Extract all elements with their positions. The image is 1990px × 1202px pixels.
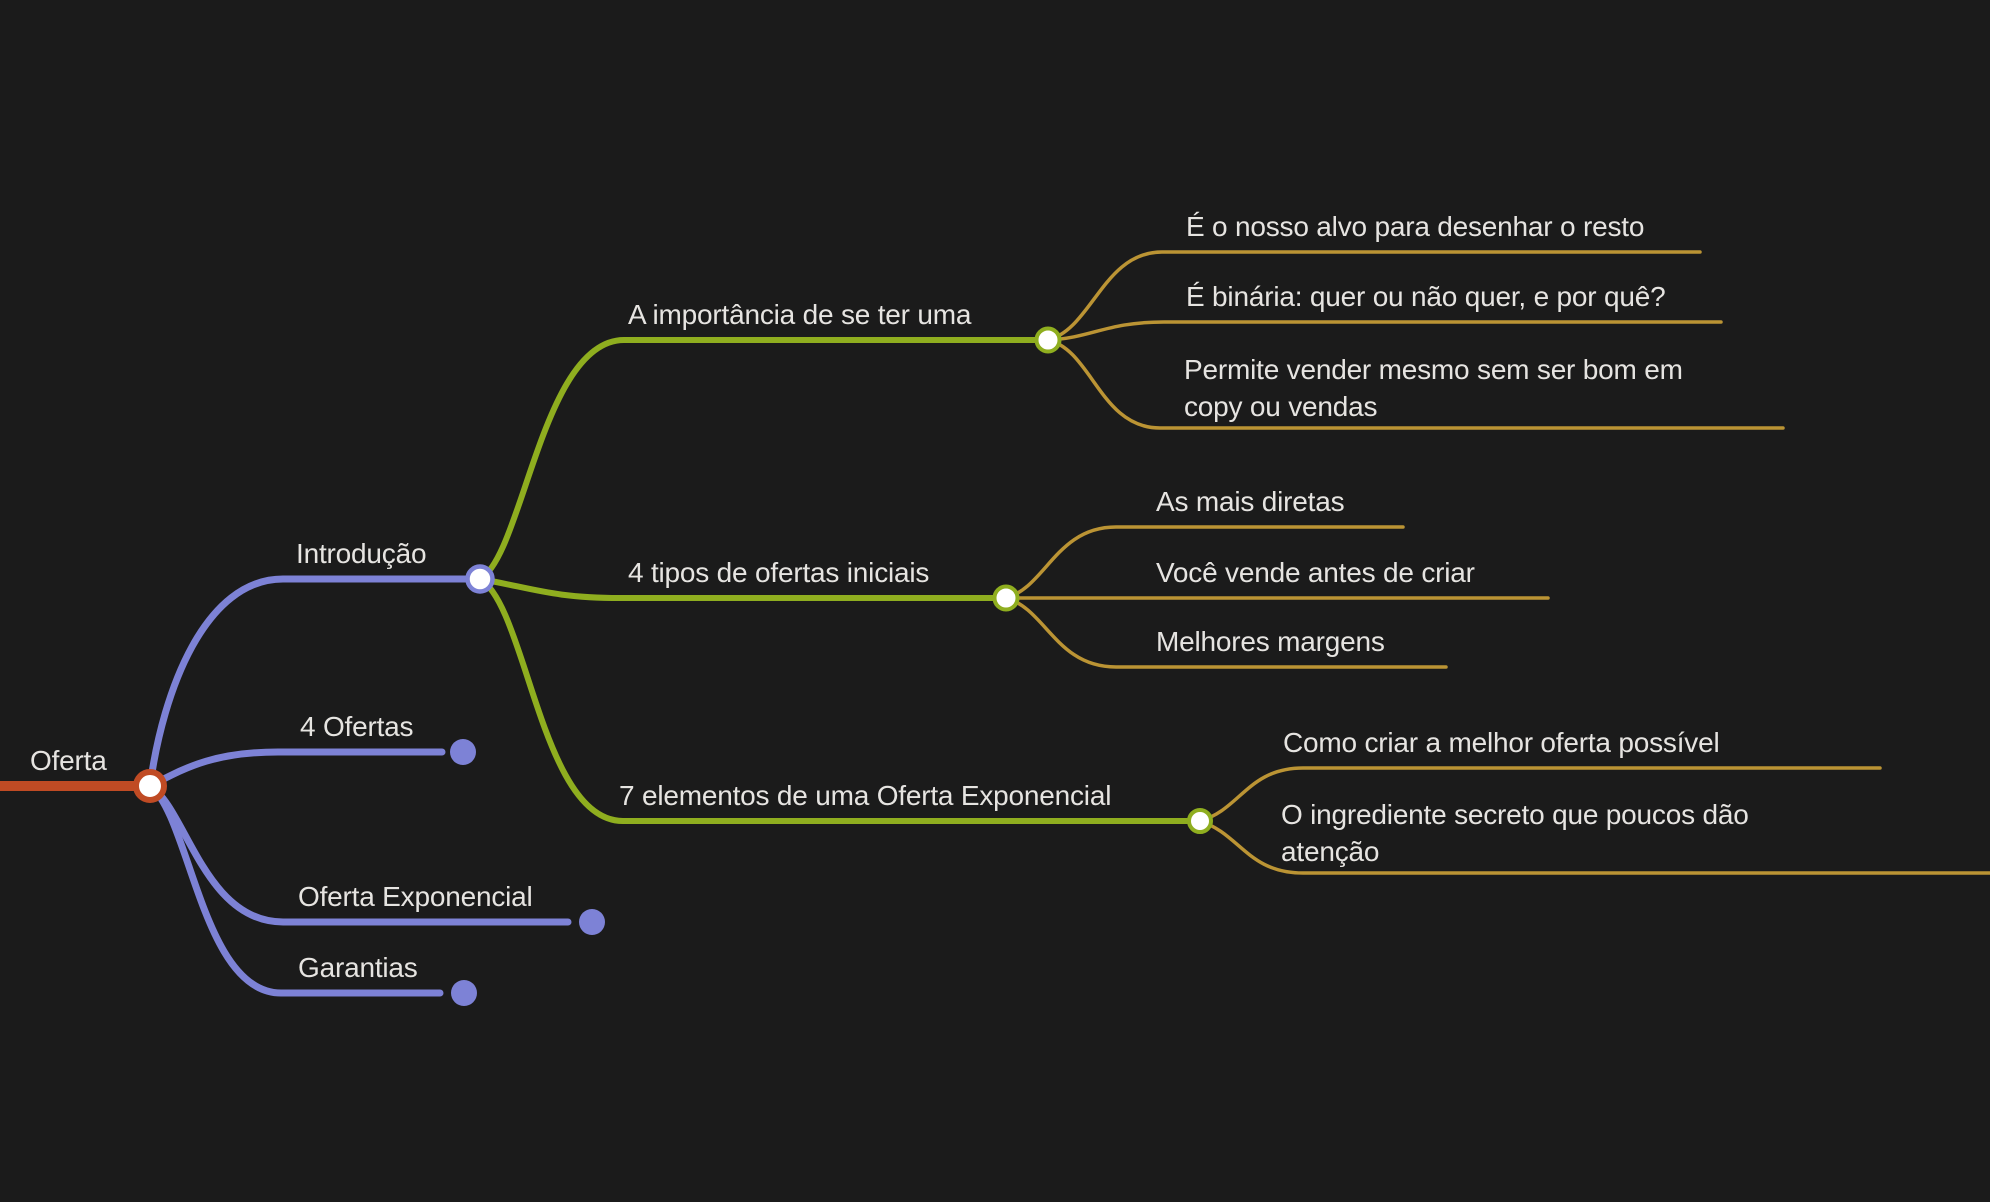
- node-label-voce-vende-antes[interactable]: Você vende antes de criar: [1156, 557, 1475, 588]
- node-label-introducao[interactable]: Introdução: [296, 538, 427, 569]
- branch-garantias: [146, 782, 444, 997]
- node-label-as-mais-diretas[interactable]: As mais diretas: [1156, 486, 1345, 517]
- branch-melhores-margens: [1004, 596, 1448, 669]
- node-label-permite-vender[interactable]: Permite vender mesmo sem ser bom em copy…: [1184, 354, 1683, 422]
- branch-o-ingrediente: [1198, 819, 1990, 875]
- node-label-garantias[interactable]: Garantias: [298, 952, 418, 983]
- node-label-4-tipos[interactable]: 4 tipos de ofertas iniciais: [628, 557, 930, 588]
- branch-4-tipos: [477, 576, 1009, 601]
- node-dot-7-elementos[interactable]: [1187, 808, 1213, 834]
- node-dot-4-tipos[interactable]: [992, 584, 1020, 612]
- node-dot-a-importancia[interactable]: [1034, 326, 1062, 354]
- branch-e-o-nosso-alvo: [1046, 250, 1702, 342]
- node-label-melhores-margens[interactable]: Melhores margens: [1156, 626, 1385, 657]
- branch-permite-vender: [1046, 338, 1785, 430]
- node-dot-oferta-exponencial[interactable]: [579, 909, 605, 935]
- node-label-oferta-exponencial[interactable]: Oferta Exponencial: [298, 881, 533, 912]
- node-label-o-ingrediente[interactable]: O ingrediente secreto que poucos dão ate…: [1281, 799, 1749, 867]
- branch-4-ofertas: [146, 748, 446, 790]
- node-dot-4-ofertas[interactable]: [450, 739, 476, 765]
- branch-como-criar: [1198, 766, 1882, 823]
- node-label-oferta[interactable]: Oferta: [30, 745, 107, 776]
- branch-a-importancia: [477, 337, 1051, 582]
- node-label-e-o-nosso-alvo[interactable]: É o nosso alvo para desenhar o resto: [1186, 211, 1645, 242]
- branch-e-binaria: [1046, 320, 1723, 342]
- node-label-como-criar[interactable]: Como criar a melhor oferta possível: [1283, 727, 1720, 758]
- node-label-4-ofertas[interactable]: 4 Ofertas: [300, 711, 414, 742]
- branch-7-elementos: [477, 576, 1203, 824]
- node-dot-oferta[interactable]: [133, 769, 167, 803]
- node-label-7-elementos[interactable]: 7 elementos de uma Oferta Exponencial: [619, 780, 1112, 811]
- node-label-e-binaria[interactable]: É binária: quer ou não quer, e por quê?: [1186, 281, 1666, 312]
- node-dot-introducao[interactable]: [465, 564, 495, 594]
- node-label-a-importancia[interactable]: A importância de se ter uma: [628, 299, 972, 330]
- node-dot-garantias[interactable]: [451, 980, 477, 1006]
- branch-introducao: [146, 575, 484, 790]
- branch-as-mais-diretas: [1004, 525, 1405, 600]
